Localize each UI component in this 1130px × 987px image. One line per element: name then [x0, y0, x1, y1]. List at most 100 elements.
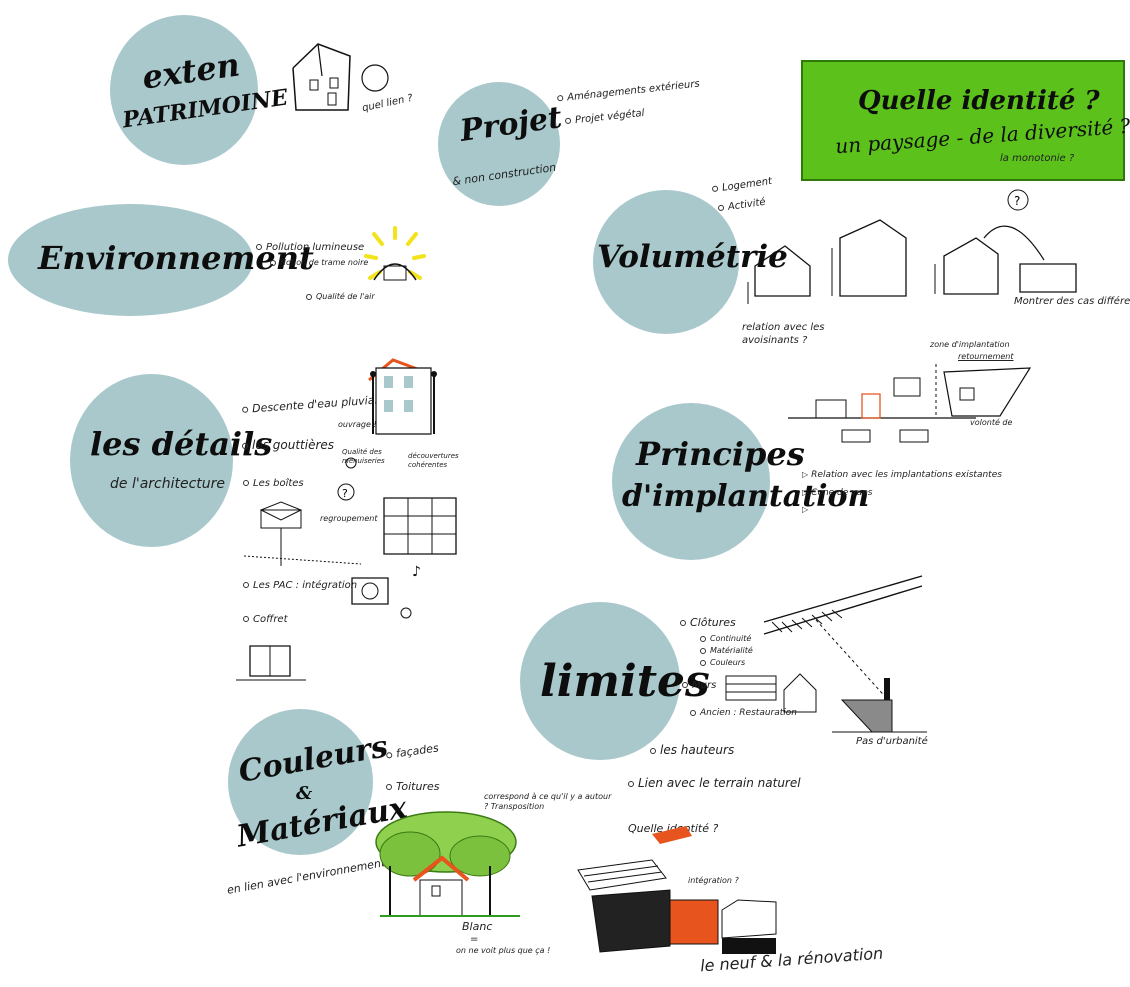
limites-title: limites [540, 656, 710, 707]
bullet-icon [680, 620, 686, 626]
lim-item-2-text: Continuité [710, 634, 752, 643]
bullet-icon [717, 204, 725, 212]
lim-item-5: Murs [682, 680, 716, 693]
projet-bullet-1: Aménagements extérieurs [556, 78, 701, 106]
blob-details [70, 374, 233, 547]
det-note-regroupement: regroupement [320, 514, 378, 523]
identity-banner [801, 60, 1125, 181]
lim-item-6: Ancien : Restauration [690, 708, 797, 719]
blob-patrimoine [110, 15, 258, 165]
det-bullet-5-text: Coffret [253, 614, 288, 625]
bullet-icon [256, 244, 262, 250]
lim-item-2: Continuité [700, 634, 751, 644]
blob-volumetrie [593, 190, 739, 334]
det-note-decouvertes: découvertures cohérentes [408, 452, 459, 469]
bullet-icon [700, 635, 706, 642]
banner-line-3: la monotonie ? [1000, 153, 1075, 164]
arrow-icon: ▷ [802, 505, 809, 514]
banner-line-1: Quelle identité ? [858, 86, 1100, 116]
impl-note-volonte: volonté de [970, 418, 1013, 427]
vol-note-montrer: Montrer des cas différents [1014, 296, 1130, 307]
coul-note-eq: = [470, 934, 479, 945]
env-bullet-3: Qualité de l'air [306, 292, 375, 302]
env-bullet-2: Notion de trame noire [270, 258, 368, 268]
blob-environnement [8, 204, 253, 316]
impl-bullet-2-text: Cone de vues [811, 488, 873, 498]
bullet-icon [564, 117, 572, 125]
volumetrie-title: Volumétrie [597, 239, 788, 275]
coul-note-blanc2: on ne voit plus que ça ! [456, 946, 551, 955]
impl-bullet-1: ▷Relation avec les implantations existan… [802, 470, 1002, 481]
house-sketch-patrimoine [288, 38, 388, 113]
lim-item-3-text: Matérialité [710, 646, 753, 655]
projet-bullet-2-text: Projet végétal [574, 107, 645, 127]
couleurs-amp: & [296, 783, 313, 804]
couleurs-subtitle: en lien avec l'environnement [226, 856, 387, 897]
projet-bullet-1-text: Aménagements extérieurs [566, 78, 701, 104]
lim-item-6-text: Ancien : Restauration [700, 708, 797, 718]
det-note-ouvrage: ouvrage ! [338, 420, 377, 429]
light-pollution-icon [360, 220, 430, 290]
coul-bullet-1: façades [385, 741, 439, 762]
lim-item-5-text: Murs [692, 680, 717, 691]
details-sketches: ? ♪ [236, 356, 466, 686]
blob-projet [438, 82, 560, 206]
implantation-title-1: Principes [636, 435, 805, 473]
env-bullet-3-text: Qualité de l'air [316, 292, 375, 301]
lim-item-3: Matérialité [700, 646, 753, 656]
coul-bullet-2-text: Toitures [396, 780, 440, 793]
coul-note-quelle: Quelle identité ? [628, 822, 719, 835]
lim-item-1-text: Clôtures [690, 616, 736, 629]
det-bullet-4-text: Les PAC : intégration [253, 580, 358, 591]
impl-bullet-3: ▷ [802, 505, 811, 516]
bullet-icon [711, 185, 719, 193]
bullet-icon [682, 682, 688, 688]
lim-item-4: Couleurs [700, 658, 745, 668]
env-bullet-1-text: Pollution lumineuse [266, 242, 365, 253]
blob-implantation [612, 403, 770, 560]
bullet-icon [306, 293, 312, 300]
coul-bullet-2: Toitures [386, 780, 439, 794]
bullet-icon [243, 480, 249, 486]
impl-note-zone: zone d'implantation [930, 340, 1010, 349]
det-note-qualite: Qualité des menuiseries [342, 448, 385, 465]
lim-item-8-text: Lien avec le terrain naturel [638, 776, 801, 790]
det-bullet-2-text: les gouttières [252, 438, 335, 452]
details-subtitle: de l'architecture [110, 476, 226, 492]
limites-sketch [712, 582, 932, 732]
coul-note-blanc: Blanc [462, 920, 493, 933]
coul-note-correspond: correspond à ce qu'il y a autour ? Trans… [484, 792, 612, 811]
arrow-icon: ▷ [802, 488, 809, 497]
det-bullet-4: Les PAC : intégration [243, 580, 357, 593]
volumes-sketch: ? [740, 186, 1080, 311]
lim-item-1: Clôtures [680, 616, 736, 630]
couleurs-sketches [370, 806, 820, 954]
question-mark-details: ? [342, 487, 348, 500]
bullet-icon [243, 616, 249, 622]
bullet-icon [700, 647, 706, 654]
det-bullet-3-text: Les boîtes [253, 478, 304, 489]
env-bullet-1: Pollution lumineuse [256, 242, 364, 255]
blob-limites [520, 602, 680, 760]
env-bullet-2-text: Notion de trame noire [280, 258, 369, 267]
environnement-title: Environnement [38, 239, 314, 277]
arrow-icon: ▷ [802, 470, 809, 479]
lim-note-pas: Pas d'urbanité [856, 736, 928, 747]
det-bullet-2: les gouttières [242, 438, 334, 453]
bullet-icon [385, 751, 393, 759]
lim-item-7-text: les hauteurs [660, 743, 735, 757]
lim-item-8: Lien avec le terrain naturel [628, 776, 801, 791]
det-bullet-5: Coffret [243, 614, 288, 627]
coul-note-integration: intégration ? [688, 876, 739, 885]
bullet-icon [243, 582, 249, 588]
bullet-icon [386, 784, 392, 790]
vol-note-relation: relation avec les avoisinants ? [742, 322, 825, 346]
bullet-icon [700, 659, 706, 666]
coul-bullet-1-text: façades [395, 741, 440, 761]
blob-couleurs [228, 709, 373, 855]
bullet-icon [650, 747, 656, 754]
bullet-icon [690, 709, 696, 716]
bullet-icon [242, 442, 248, 449]
impl-bullet-1-text: Relation avec les implantations existant… [811, 470, 1002, 480]
